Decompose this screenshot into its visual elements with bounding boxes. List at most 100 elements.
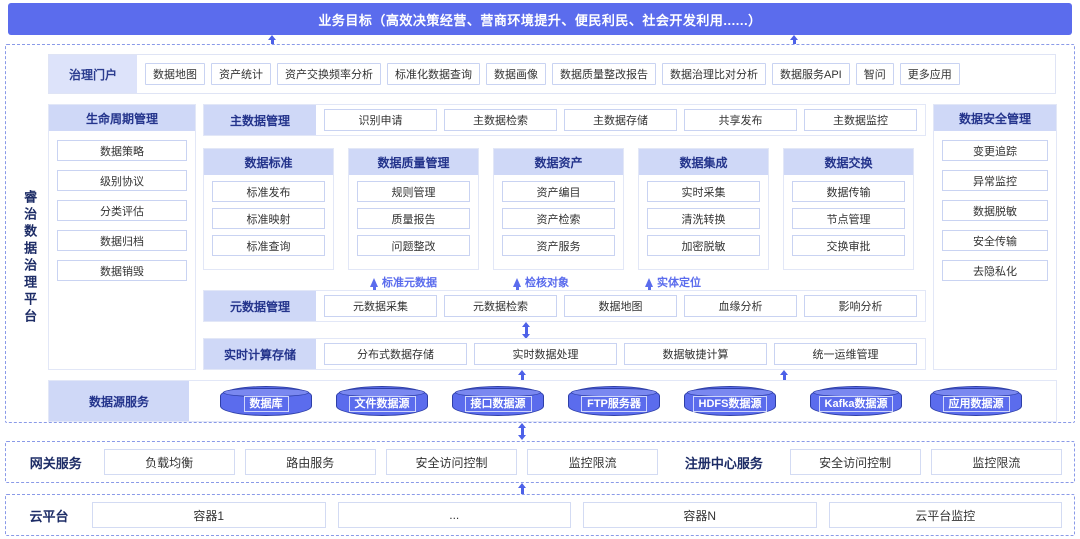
arrow-shaft: [525, 326, 528, 335]
section-datasource-service: 数据源服务: [48, 380, 1057, 422]
security-item-change-tracking[interactable]: 变更追踪: [942, 140, 1048, 161]
data-exchange-item-data-transfer[interactable]: 数据传输: [792, 181, 905, 202]
master-data-item-share-publish[interactable]: 共享发布: [684, 109, 797, 131]
portal-item-service-api[interactable]: 数据服务API: [772, 63, 850, 85]
metadata-item-search[interactable]: 元数据检索: [444, 295, 557, 317]
arrow-head-down: [518, 435, 526, 440]
realtime-item-realtime-processing[interactable]: 实时数据处理: [474, 343, 617, 365]
security-item-secure-transfer[interactable]: 安全传输: [942, 230, 1048, 251]
section-lifecycle-management: 生命周期管理 数据策略 级别协议 分类评估 数据归档 数据销毁: [48, 104, 196, 370]
data-exchange-items: 数据传输 节点管理 交换审批: [784, 175, 913, 262]
data-standard-item-publish[interactable]: 标准发布: [212, 181, 325, 202]
arrow-metadata-to-realtime: [522, 322, 531, 339]
security-item-anomaly-monitoring[interactable]: 异常监控: [942, 170, 1048, 191]
arrow-head-up: [790, 35, 798, 40]
portal-item-governance-compare[interactable]: 数据治理比对分析: [662, 63, 766, 85]
gateway-item-load-balancing[interactable]: 负载均衡: [103, 449, 235, 475]
master-data-title: 主数据管理: [204, 105, 316, 135]
arrow-head-down: [522, 334, 530, 339]
data-quality-item-rule-management[interactable]: 规则管理: [357, 181, 470, 202]
realtime-title: 实时计算存储: [204, 339, 316, 369]
datasource-item-hdfs[interactable]: HDFS数据源: [684, 386, 776, 416]
platform-vertical-label: 睿治数据治理平台: [16, 108, 42, 408]
portal-item-more-apps[interactable]: 更多应用: [899, 63, 960, 85]
lifecycle-item-data-archive[interactable]: 数据归档: [57, 230, 187, 251]
section-data-asset: 数据资产 资产编目 资产检索 资产服务: [493, 148, 624, 270]
datasource-label: HDFS数据源: [692, 395, 768, 412]
master-data-item-search[interactable]: 主数据检索: [444, 109, 557, 131]
cloud-item-cloud-monitoring[interactable]: 云平台监控: [828, 502, 1062, 528]
datasource-label: 数据库: [243, 395, 289, 412]
realtime-item-unified-ops[interactable]: 统一运维管理: [774, 343, 917, 365]
security-item-data-masking[interactable]: 数据脱敏: [942, 200, 1048, 221]
datasource-label: Kafka数据源: [818, 395, 894, 412]
realtime-item-distributed-storage[interactable]: 分布式数据存储: [324, 343, 467, 365]
cloud-item-container-1[interactable]: 容器1: [92, 502, 326, 528]
data-exchange-item-node-management[interactable]: 节点管理: [792, 208, 905, 229]
data-asset-item-catalog[interactable]: 资产编目: [502, 181, 615, 202]
portal-item-smart-ask[interactable]: 智问: [855, 63, 894, 85]
portal-item-standard-query[interactable]: 标准化数据查询: [387, 63, 480, 85]
metadata-title: 元数据管理: [204, 291, 316, 321]
data-standard-item-mapping[interactable]: 标准映射: [212, 208, 325, 229]
arrow-caption-entity-location: 实体定位: [645, 274, 701, 292]
gateway-item-monitor-throttle[interactable]: 监控限流: [527, 449, 659, 475]
lifecycle-item-data-destruction[interactable]: 数据销毁: [57, 260, 187, 281]
cloud-item-container-n[interactable]: 容器N: [583, 502, 817, 528]
metadata-item-lineage-analysis[interactable]: 血缘分析: [684, 295, 797, 317]
datasource-item-ftp[interactable]: FTP服务器: [568, 386, 660, 416]
data-quality-item-issue-rectification[interactable]: 问题整改: [357, 235, 470, 256]
lifecycle-item-classification-assessment[interactable]: 分类评估: [57, 200, 187, 221]
lifecycle-item-data-policy[interactable]: 数据策略: [57, 140, 187, 161]
section-data-integration: 数据集成 实时采集 清洗转换 加密脱敏: [638, 148, 769, 270]
datasource-item-file[interactable]: 文件数据源: [336, 386, 428, 416]
arrow-shaft: [783, 374, 786, 382]
portal-item-exchange-frequency[interactable]: 资产交换频率分析: [277, 63, 381, 85]
section-data-standard: 数据标准 标准发布 标准映射 标准查询: [203, 148, 334, 270]
metadata-item-impact-analysis[interactable]: 影响分析: [804, 295, 917, 317]
datasource-item-database[interactable]: 数据库: [220, 386, 312, 416]
metadata-item-data-map[interactable]: 数据地图: [564, 295, 677, 317]
data-integration-item-cleaning-transform[interactable]: 清洗转换: [647, 208, 760, 229]
data-exchange-item-exchange-approval[interactable]: 交换审批: [792, 235, 905, 256]
portal-item-asset-stats[interactable]: 资产统计: [211, 63, 271, 85]
data-asset-item-service[interactable]: 资产服务: [502, 235, 615, 256]
master-data-item-monitor[interactable]: 主数据监控: [804, 109, 917, 131]
data-quality-item-quality-report[interactable]: 质量报告: [357, 208, 470, 229]
datasource-label: FTP服务器: [581, 395, 647, 412]
master-data-item-identify-apply[interactable]: 识别申请: [324, 109, 437, 131]
data-integration-item-encryption-masking[interactable]: 加密脱敏: [647, 235, 760, 256]
portal-item-data-portrait[interactable]: 数据画像: [486, 63, 546, 85]
section-metadata-management: 元数据管理 元数据采集 元数据检索 数据地图 血缘分析 影响分析: [203, 290, 926, 322]
metadata-item-collection[interactable]: 元数据采集: [324, 295, 437, 317]
arrow-head-up: [780, 370, 788, 375]
arrow-caption-label: 实体定位: [657, 277, 701, 289]
data-standard-item-query[interactable]: 标准查询: [212, 235, 325, 256]
data-integration-item-realtime-collection[interactable]: 实时采集: [647, 181, 760, 202]
section-data-security-management: 数据安全管理 变更追踪 异常监控 数据脱敏 安全传输 去隐私化: [933, 104, 1057, 370]
metadata-items: 元数据采集 元数据检索 数据地图 血缘分析 影响分析: [316, 291, 925, 321]
gateway-item-secure-access-control[interactable]: 安全访问控制: [385, 449, 518, 475]
gateway-title: 网关服务: [29, 455, 82, 471]
arrow-head-up: [522, 322, 530, 327]
registry-item-monitor-throttle[interactable]: 监控限流: [930, 449, 1062, 475]
lifecycle-item-level-agreement[interactable]: 级别协议: [57, 170, 187, 191]
data-asset-item-search[interactable]: 资产检索: [502, 208, 615, 229]
registry-item-secure-access-control[interactable]: 安全访问控制: [789, 449, 921, 475]
realtime-item-agile-compute[interactable]: 数据敏捷计算: [624, 343, 767, 365]
data-standard-items: 标准发布 标准映射 标准查询: [204, 175, 333, 262]
arrow-head-up: [518, 370, 526, 375]
portal-item-quality-report[interactable]: 数据质量整改报告: [552, 63, 656, 85]
master-data-item-storage[interactable]: 主数据存储: [564, 109, 677, 131]
gateway-item-routing[interactable]: 路由服务: [244, 449, 376, 475]
portal-item-data-map[interactable]: 数据地图: [145, 63, 205, 85]
datasource-label: 接口数据源: [464, 395, 532, 412]
datasource-item-kafka[interactable]: Kafka数据源: [810, 386, 902, 416]
arrow-governance-to-gateway: [518, 423, 527, 440]
datasource-item-interface[interactable]: 接口数据源: [452, 386, 544, 416]
cloud-item-container-ellipsis[interactable]: ...: [337, 502, 571, 528]
arrow-caption-label: 标准元数据: [382, 277, 437, 289]
security-item-de-privacy[interactable]: 去隐私化: [942, 260, 1048, 281]
datasource-item-application[interactable]: 应用数据源: [930, 386, 1022, 416]
up-arrow-icon: [513, 277, 521, 292]
